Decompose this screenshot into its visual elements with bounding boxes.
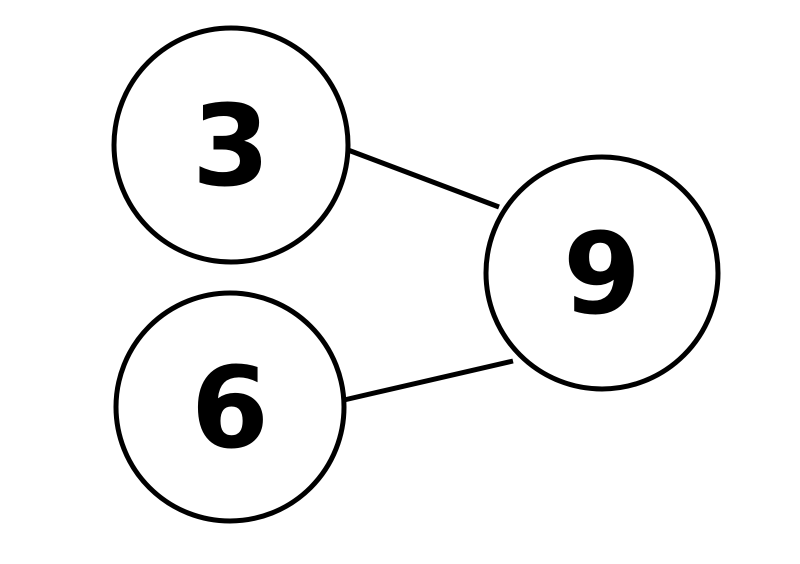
edges-group — [343, 147, 514, 403]
node-label-6: 6 — [191, 344, 269, 474]
node-label-3: 3 — [192, 82, 270, 212]
node-circle-6[interactable] — [113, 290, 347, 524]
node-6[interactable]: 6 — [113, 290, 347, 524]
node-label-9: 9 — [563, 210, 641, 340]
edge-n3-n9 — [347, 147, 500, 210]
node-9[interactable]: 9 — [483, 154, 721, 392]
node-3[interactable]: 3 — [111, 25, 351, 265]
nodes-group: 3 6 9 — [111, 25, 721, 524]
node-circle-9[interactable] — [483, 154, 721, 392]
node-circle-3[interactable] — [111, 25, 351, 265]
edge-n6-n9 — [343, 358, 514, 403]
